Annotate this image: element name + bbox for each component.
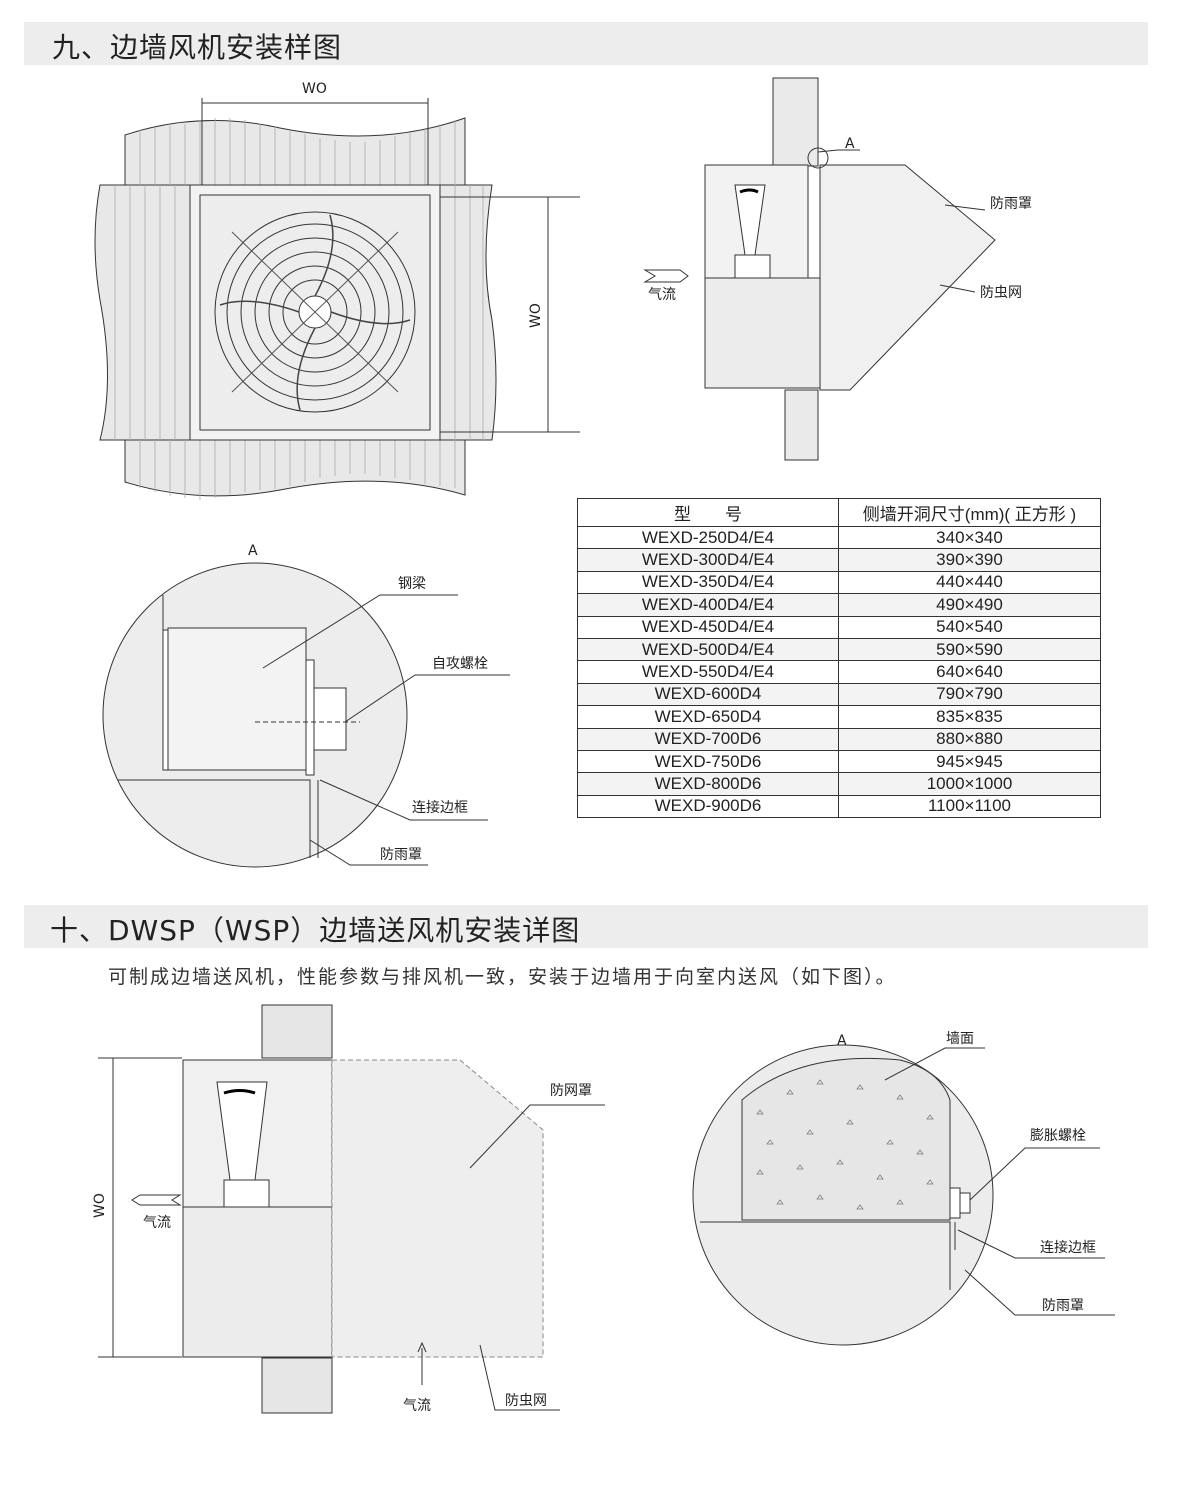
- side-rain-cover-label: 防雨罩: [990, 196, 1032, 212]
- model-cell: WEXD-550D4/E4: [577, 660, 839, 684]
- model-cell: WEXD-800D6: [577, 772, 839, 796]
- self-tapping-bolt-label: 自攻螺栓: [432, 656, 488, 672]
- connecting-frame-label: 连接边框: [412, 799, 468, 816]
- front-width-label: WO: [302, 81, 327, 97]
- supply-detail-a-diagram: A 墙面 膨胀螺栓 连接边框 防雨罩: [692, 1031, 1115, 1346]
- supply-detail-ref: A: [837, 1033, 847, 1049]
- opening-size-cell: 945×945: [838, 749, 1101, 774]
- side-airflow-label: 气流: [648, 287, 676, 303]
- model-cell: WEXD-400D4/E4: [577, 593, 839, 617]
- opening-size-cell: 340×340: [838, 525, 1101, 550]
- model-cell: WEXD-350D4/E4: [577, 570, 839, 595]
- model-cell: WEXD-900D6: [577, 794, 839, 819]
- model-cell: WEXD-500D4/E4: [577, 637, 839, 662]
- airflow-left-label: 气流: [143, 1215, 171, 1231]
- detail-a-ref: A: [248, 543, 258, 559]
- section-10-header: 十、DWSP（WSP）边墙送风机安装详图: [24, 905, 1148, 948]
- model-cell: WEXD-600D4: [577, 682, 839, 707]
- table-header-opening-size: 侧墙开洞尺寸(mm)( 正方形 ): [838, 498, 1101, 527]
- side-detail-ref: A: [845, 136, 855, 152]
- supply-connecting-frame-label: 连接边框: [1040, 1239, 1096, 1256]
- supply-rain-cover-label: 防雨罩: [1042, 1298, 1084, 1314]
- insect-net-label: 防虫网: [505, 1393, 547, 1409]
- expansion-bolt-label: 膨胀螺栓: [1030, 1127, 1086, 1144]
- opening-size-cell: 540×540: [838, 615, 1101, 639]
- wall-surface-label: 墙面: [946, 1031, 974, 1047]
- supply-fan-side-view: WO 防网罩 气流 气流 防虫网: [92, 1004, 605, 1414]
- model-cell: WEXD-300D4/E4: [577, 548, 839, 572]
- model-cell: WEXD-750D6: [577, 749, 839, 774]
- section-10-title: 十、DWSP（WSP）边墙送风机安装详图: [50, 914, 581, 947]
- detail-a-diagram: A 钢梁 自攻螺栓 连接边框 防雨罩: [102, 543, 510, 868]
- side-insect-net-label: 防虫网: [980, 285, 1022, 301]
- airflow-bottom-label: 气流: [403, 1398, 431, 1414]
- side-view-diagram: A 防雨罩 防虫网 气流: [643, 77, 1032, 461]
- section-10-description: 可制成边墙送风机，性能参数与排风机一致，安装于边墙用于向室内送风（如下图）。: [108, 966, 897, 988]
- front-height-label: WO: [528, 303, 544, 328]
- front-view-diagram: WO WO: [94, 81, 580, 500]
- table-header-model: 型 号: [577, 498, 839, 527]
- rain-cover-label: 防雨罩: [380, 847, 422, 863]
- supply-height-label: WO: [92, 1193, 108, 1218]
- opening-size-cell: 640×640: [838, 660, 1101, 684]
- opening-size-cell: 835×835: [838, 705, 1101, 729]
- opening-size-cell: 490×490: [838, 593, 1101, 617]
- section-9-title: 九、边墙风机安装样图: [52, 31, 343, 64]
- opening-size-cell: 790×790: [838, 682, 1101, 707]
- opening-size-cell: 440×440: [838, 570, 1101, 595]
- model-cell: WEXD-700D6: [577, 727, 839, 751]
- mesh-cover-label: 防网罩: [550, 1083, 592, 1099]
- opening-size-cell: 390×390: [838, 548, 1101, 572]
- model-cell: WEXD-450D4/E4: [577, 615, 839, 639]
- model-cell: WEXD-250D4/E4: [577, 525, 839, 550]
- opening-size-cell: 1000×1000: [838, 772, 1101, 796]
- steel-beam-label: 钢梁: [398, 576, 426, 592]
- section-9-header: 九、边墙风机安装样图: [24, 22, 1148, 65]
- opening-size-cell: 880×880: [838, 727, 1101, 751]
- model-cell: WEXD-650D4: [577, 705, 839, 729]
- opening-size-cell: 1100×1100: [838, 794, 1101, 819]
- opening-size-cell: 590×590: [838, 637, 1101, 662]
